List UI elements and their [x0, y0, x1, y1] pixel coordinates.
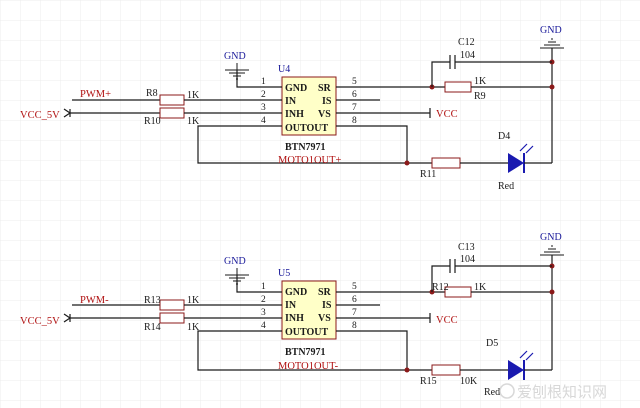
circuit-bottom: GND U5 GND IN INH OUTOUT SR IS VS BTN797…	[20, 232, 564, 398]
net-label-vcc5v-top: VCC_5V	[20, 110, 60, 121]
chip-u5-pin-label-in: IN	[285, 300, 297, 311]
capacitor-c12-designator: C12	[458, 37, 475, 48]
resistor-r10-designator: R10	[144, 116, 161, 127]
chip-u4-pin-label-is: IS	[322, 96, 332, 107]
gnd-label-right-bottom: GND	[540, 232, 562, 243]
capacitor-c13-designator: C13	[458, 242, 475, 253]
led-d4	[508, 153, 524, 173]
chip-u5-pin-1: 1	[261, 282, 266, 292]
led-d4-designator: D4	[498, 131, 510, 142]
chip-u5-pin-3: 3	[261, 308, 266, 318]
chip-u5-pin-8: 8	[352, 321, 357, 331]
net-label-vcc5v-bottom: VCC_5V	[20, 316, 60, 327]
resistor-r14-value: 1K	[187, 322, 200, 333]
capacitor-c12-value: 104	[460, 50, 475, 61]
chip-u4-pin-label-vs: VS	[318, 109, 331, 120]
chip-u4-body	[281, 76, 337, 136]
net-label-moto1out-minus: MOTO1OUT-	[278, 361, 339, 372]
chip-designator-u4: U4	[278, 64, 290, 75]
gnd-symbol-u5: GND	[224, 256, 255, 293]
resistor-r15-value: 10K	[460, 376, 478, 387]
resistor-r8-value: 1K	[187, 90, 200, 101]
gnd-symbol-u4: GND	[224, 51, 255, 88]
chip-u4-pin-label-sr: SR	[318, 83, 332, 94]
chip-u4-pin-8: 8	[352, 116, 357, 126]
chip-u5-pin-label-gnd: GND	[285, 287, 307, 298]
net-label-vcc-top: VCC	[436, 109, 458, 120]
net-label-pwm-minus: PWM-	[80, 295, 109, 306]
chip-u4-pin-7: 7	[352, 103, 357, 113]
chip-u4-pin-6: 6	[352, 90, 357, 100]
junction-u4-out	[404, 160, 410, 166]
chip-u4-pin-3: 3	[261, 103, 266, 113]
chip-u5-pin-label-inh: INH	[285, 313, 304, 324]
watermark: 爱刨根知识网	[499, 383, 607, 401]
led-d5-color: Red	[484, 387, 500, 398]
resistor-r12-designator: R12	[432, 282, 449, 293]
chip-designator-u5: U5	[278, 268, 290, 279]
resistor-r8-designator: R8	[146, 88, 158, 99]
chip-u4-pin-4: 4	[261, 116, 266, 126]
resistor-r9-value: 1K	[474, 76, 487, 87]
chip-u5-pin-5: 5	[352, 282, 357, 292]
chip-u4-pin-2: 2	[261, 90, 266, 100]
gnd-label-u5: GND	[224, 256, 246, 267]
led-d5	[508, 360, 524, 380]
resistor-r10	[159, 107, 185, 119]
net-label-pwm-plus: PWM+	[80, 89, 111, 100]
chip-u4-pin-5: 5	[352, 77, 357, 87]
net-label-moto1out-plus: MOTO1OUT+	[278, 155, 342, 166]
resistor-r12	[444, 286, 472, 298]
resistor-r8	[159, 94, 185, 106]
junction-u5-out	[404, 367, 410, 373]
resistor-r15	[431, 364, 461, 376]
chip-u5-pin-label-vs: VS	[318, 313, 331, 324]
resistor-r13-designator: R13	[144, 295, 161, 306]
watermark-logo-icon	[499, 383, 515, 399]
chip-part-u5: BTN7971	[285, 347, 326, 358]
chip-u5-pin-4: 4	[261, 321, 266, 331]
watermark-text: 爱刨根知识网	[517, 383, 607, 401]
net-label-vcc-bottom: VCC	[436, 315, 458, 326]
resistor-r12-value: 1K	[474, 282, 487, 293]
chip-u5-body	[281, 280, 337, 340]
resistor-r15-designator: R15	[420, 376, 437, 387]
chip-part-u4: BTN7971	[285, 142, 326, 153]
chip-u4-pin-label-gnd: GND	[285, 83, 307, 94]
resistor-r14	[159, 312, 185, 324]
capacitor-c13-value: 104	[460, 254, 475, 265]
circuit-top: GND U4 GND IN INH OUTOUT SR IS VS BTN797…	[20, 25, 564, 192]
chip-u5-pin-label-outout: OUTOUT	[285, 327, 328, 338]
chip-u4-pin-label-outout: OUTOUT	[285, 123, 328, 134]
led-d5-designator: D5	[486, 338, 498, 349]
chip-u5-pin-label-sr: SR	[318, 287, 332, 298]
chip-u5-pin-7: 7	[352, 308, 357, 318]
resistor-r9-designator: R9	[474, 91, 486, 102]
chip-u4-pin-label-in: IN	[285, 96, 297, 107]
resistor-r10-value: 1K	[187, 116, 200, 127]
resistor-r13-value: 1K	[187, 295, 200, 306]
chip-u5-pin-6: 6	[352, 295, 357, 305]
chip-u4-pin-1: 1	[261, 77, 266, 87]
resistor-r9	[444, 81, 472, 93]
resistor-r11	[431, 157, 461, 169]
gnd-label-u4: GND	[224, 51, 246, 62]
resistor-r13	[159, 299, 185, 311]
chip-u5-pin-label-is: IS	[322, 300, 332, 311]
chip-u4-pin-label-inh: INH	[285, 109, 304, 120]
gnd-label-right-top: GND	[540, 25, 562, 36]
chip-u5-pin-2: 2	[261, 295, 266, 305]
led-d4-color: Red	[498, 181, 514, 192]
resistor-r11-designator: R11	[420, 169, 436, 180]
resistor-r14-designator: R14	[144, 322, 161, 333]
